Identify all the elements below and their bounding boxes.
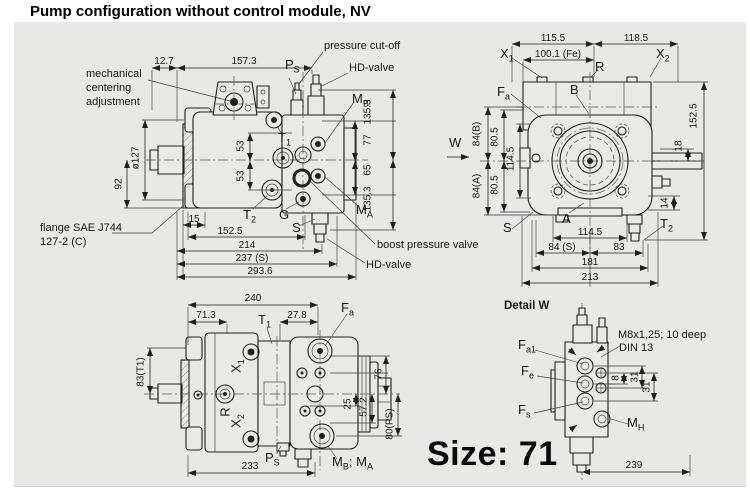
dim-233: 233	[241, 461, 259, 472]
dim-80-5a: 80.5	[489, 127, 501, 147]
dim-53b: 53	[235, 170, 247, 182]
dim-14: 14	[659, 197, 671, 209]
dim-114-5-left: 114.5	[505, 146, 517, 172]
port-label-x2: X2	[656, 46, 670, 64]
dim-213: 213	[581, 272, 599, 283]
port-label-mb-ma: MB; MA	[332, 454, 373, 472]
boost-pressure-valve-label: boost pressure valve	[377, 239, 479, 251]
dim-31b: 31	[641, 381, 653, 393]
port-label-fs: Fs	[518, 402, 531, 420]
port-label-ps: PS	[285, 57, 300, 75]
dim-114-5-bottom: 114.5	[577, 227, 603, 238]
dim-53a: 53	[235, 140, 247, 152]
port-label-fa-top: Fa	[341, 300, 354, 318]
mechanical-centering-label-line2: centering	[86, 82, 132, 94]
dim-31a: 31	[629, 371, 641, 383]
port-label-t1: T1	[278, 130, 291, 148]
port-label-ps-top: PS	[265, 450, 280, 468]
dim-135-3b: 135.3	[362, 186, 374, 212]
dim-152-5-front: 152.5	[688, 103, 700, 129]
dim-84-s: 84 (S)	[548, 242, 576, 253]
top-view-geometry	[144, 302, 402, 477]
thread-note-line2: DIN 13	[619, 342, 654, 354]
dim-80-ps: 80(PS)	[384, 408, 396, 440]
port-label-t2: T2	[243, 207, 256, 225]
port-label-s: S	[292, 220, 301, 235]
detail-w-geometry	[533, 303, 691, 480]
dim-76: 76	[373, 368, 385, 380]
port-label-x1-top: X1	[228, 359, 246, 373]
dim-18: 18	[673, 140, 685, 152]
dim-83: 83	[613, 242, 625, 253]
mechanical-centering-label-line1: mechanical	[86, 68, 142, 80]
view-arrow-w-label: W	[449, 135, 462, 150]
port-label-mb: MB	[352, 91, 369, 109]
flange-label-line2: 127-2 (C)	[40, 236, 87, 248]
port-label-x2-top: X2	[228, 414, 246, 428]
detail-w-title: Detail W	[504, 300, 550, 312]
mechanical-centering-label-line3: adjustment	[86, 96, 140, 108]
port-label-fa1: Fa1	[518, 337, 536, 355]
dim-80-5b: 80.5	[489, 175, 501, 195]
port-label-ma: MA	[356, 202, 373, 220]
dim-84-b: 84(B)	[471, 121, 483, 147]
dim-dia127: ø127	[130, 146, 142, 170]
dim-181: 181	[581, 257, 599, 268]
dim-157-3: 157.3	[231, 56, 257, 67]
dim-71-3: 71.3	[196, 310, 216, 321]
dim-15: 15	[188, 214, 200, 225]
dim-240: 240	[244, 293, 262, 304]
port-label-t2-front: T2	[660, 216, 673, 234]
dim-293-6: 293.6	[247, 266, 273, 277]
dim-239: 239	[625, 460, 643, 471]
page-title: Pump configuration without control modul…	[30, 3, 371, 20]
port-label-g: G	[279, 207, 290, 222]
port-label-b: B	[570, 82, 579, 97]
dim-115-5: 115.5	[540, 33, 566, 44]
hd-valve-bottom-label: HD-valve	[366, 259, 412, 271]
port-label-fe: Fe	[521, 363, 534, 381]
dim-152-5: 152.5	[217, 226, 243, 237]
dim-25: 25	[342, 398, 354, 410]
dim-118-5: 118.5	[623, 33, 649, 44]
pressure-cutoff-label: pressure cut-off	[324, 40, 401, 52]
front-view-geometry	[447, 41, 708, 287]
dim-83-t1: 83(T1)	[135, 357, 147, 387]
dim-84-a: 84(A)	[471, 173, 483, 199]
port-label-x1: X1	[500, 46, 514, 64]
dim-12-7: 12.7	[154, 56, 174, 67]
thread-note-line1: M8x1,25; 10 deep	[618, 329, 707, 341]
dim-92: 92	[113, 178, 125, 190]
dim-77: 77	[362, 134, 374, 146]
hd-valve-top-label: HD-valve	[349, 62, 395, 74]
port-label-r: R	[595, 59, 605, 74]
dim-57-2: 57.2	[358, 397, 370, 417]
port-label-s-front: S	[503, 220, 512, 235]
dim-237-s: 237 (S)	[235, 253, 269, 264]
dim-135-3a: 135.3	[362, 99, 374, 125]
dim-100-1-fe: 100.1 (Fe)	[534, 49, 582, 60]
dim-65: 65	[362, 164, 374, 176]
dim-8: 8	[610, 375, 622, 381]
size-label: Size: 71	[427, 435, 558, 473]
flange-label-line1: flange SAE J744	[40, 222, 122, 234]
dim-27-8: 27.8	[287, 310, 307, 321]
port-label-a: A	[562, 211, 571, 226]
dim-214: 214	[238, 240, 256, 251]
side-view-geometry	[112, 51, 396, 280]
port-label-t1-top: T1	[258, 312, 271, 330]
port-label-mh: MH	[627, 415, 645, 433]
port-label-fa: Fa	[497, 84, 510, 102]
